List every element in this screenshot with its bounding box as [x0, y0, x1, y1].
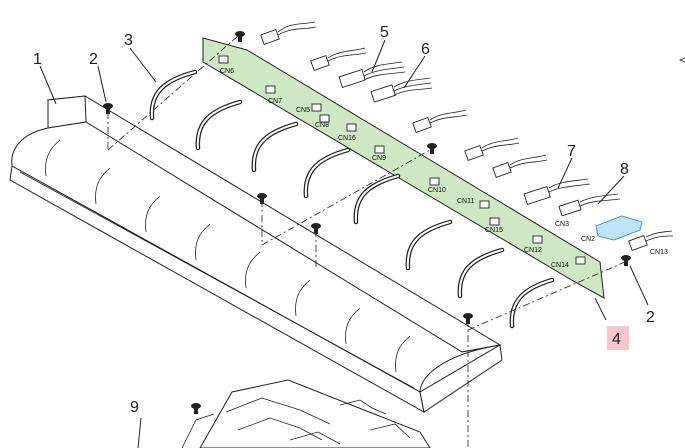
board-connectors	[218, 55, 586, 265]
cn7-label: CN7	[268, 98, 282, 105]
cn9-label: CN9	[372, 155, 386, 162]
callout-6: 6	[421, 41, 430, 58]
cn16-label: CN16	[338, 135, 356, 142]
callout-2-left: 2	[89, 51, 98, 68]
alignment-lines	[107, 35, 626, 448]
screw-icon	[103, 103, 113, 114]
cn13-label: CN13	[650, 249, 668, 256]
cn10-label: CN10	[428, 187, 446, 194]
cable-ducts	[149, 69, 555, 329]
callout-9: 9	[130, 399, 139, 416]
cn8-label: CN8	[315, 122, 329, 129]
screw-icon	[235, 31, 245, 42]
screw-icon	[257, 193, 267, 204]
cn2-label: CN2	[581, 236, 595, 243]
cn5-label: CN5	[296, 107, 310, 114]
cn3-label: CN3	[555, 221, 569, 228]
leader-lines	[39, 39, 649, 448]
screw-icon	[427, 143, 437, 154]
screw-icon	[463, 313, 473, 324]
screw-icon	[191, 403, 201, 414]
callout-7: 7	[567, 143, 576, 160]
cn15-label: CN15	[485, 227, 503, 234]
callout-8: 8	[620, 161, 629, 178]
cn12-label: CN12	[524, 247, 542, 254]
lower-frame	[181, 379, 431, 448]
cn14-label: CN14	[551, 262, 569, 269]
blue-ribbon-connector	[595, 215, 643, 241]
screw-icon	[311, 223, 321, 234]
cn11-label: CN11	[457, 198, 474, 205]
wire-harnesses	[260, 21, 674, 252]
callout-2-right: 2	[646, 309, 655, 326]
edge-marker-icon	[678, 57, 685, 63]
screw-icon	[621, 255, 631, 266]
screws	[103, 31, 631, 414]
callout-3: 3	[124, 32, 133, 49]
cn6-label-top: CN6	[220, 68, 234, 75]
callout-5: 5	[380, 24, 389, 41]
callout-1: 1	[33, 51, 42, 68]
callout-4-highlight: 4	[607, 326, 629, 350]
callout-4: 4	[612, 331, 621, 348]
main-cover	[9, 95, 503, 413]
circuit-board	[202, 37, 605, 299]
